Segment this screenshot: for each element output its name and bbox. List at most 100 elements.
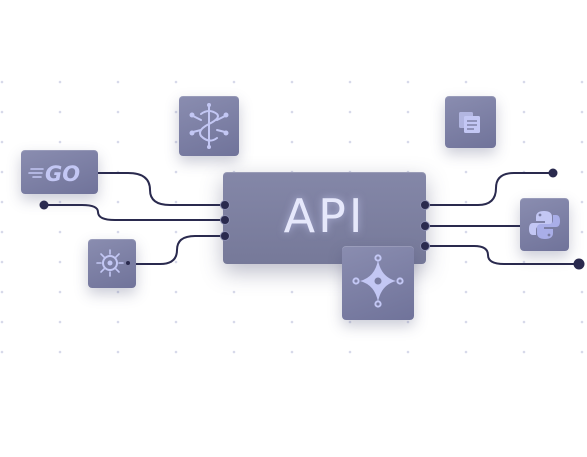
grid-dot [232, 80, 236, 84]
grid-dot [580, 200, 584, 204]
grid-dot [116, 140, 120, 144]
grid-dot [58, 200, 62, 204]
grid-dot [58, 290, 62, 294]
grid-dot [0, 230, 4, 234]
grid-dot [580, 230, 584, 234]
gear-node-tile[interactable] [88, 239, 136, 288]
api-label: API [283, 189, 366, 243]
grid-dot [232, 290, 236, 294]
grid-dot [0, 80, 4, 84]
grid-dot [116, 80, 120, 84]
grid-dot [174, 110, 178, 114]
grid-dot [348, 350, 352, 354]
grid-dot [58, 350, 62, 354]
grid-dot [580, 110, 584, 114]
grid-dot [58, 230, 62, 234]
grid-dot [348, 80, 352, 84]
connector-go-to-api [97, 172, 225, 206]
grid-dot [116, 200, 120, 204]
hub-sparkle-icon [352, 254, 404, 308]
grid-dot [0, 320, 4, 324]
grid-dot [348, 140, 352, 144]
grid-dot [580, 290, 584, 294]
grid-dot [406, 350, 410, 354]
connector-api-to-bottom-right [425, 245, 579, 265]
grid-dot [174, 230, 178, 234]
grid-dot [290, 110, 294, 114]
grid-dot [116, 350, 120, 354]
grid-dot [464, 320, 468, 324]
grid-dot [58, 320, 62, 324]
grid-dot [58, 260, 62, 264]
left-endpoint-node[interactable] [39, 200, 49, 210]
grid-dot [290, 80, 294, 84]
bottom-right-endpoint-node[interactable] [573, 258, 585, 270]
api-port-right-2[interactable] [420, 221, 430, 231]
grid-dot [580, 320, 584, 324]
grid-dot [522, 320, 526, 324]
grid-dot [348, 320, 352, 324]
python-tile[interactable] [520, 198, 569, 251]
grid-dot [580, 170, 584, 174]
grid-dot [522, 290, 526, 294]
grid-dot [464, 290, 468, 294]
gear-node-icon [96, 249, 130, 277]
grid-dot [0, 200, 4, 204]
grid-dot [0, 110, 4, 114]
connector-api-to-top-right [425, 172, 553, 206]
api-port-left-3[interactable] [220, 231, 230, 241]
hub-tile[interactable] [342, 246, 414, 320]
grid-dot [0, 170, 4, 174]
grid-dot [174, 170, 178, 174]
api-port-left-1[interactable] [220, 200, 230, 210]
python-icon [529, 211, 560, 239]
top-right-endpoint-node[interactable] [548, 168, 558, 178]
api-port-left-2[interactable] [220, 215, 230, 225]
grid-dot [174, 290, 178, 294]
documents-tile[interactable] [445, 96, 496, 148]
grid-dot [406, 140, 410, 144]
api-port-right-3[interactable] [420, 241, 430, 251]
grid-dot [116, 290, 120, 294]
grid-dot [464, 170, 468, 174]
grid-dot [522, 80, 526, 84]
grid-dot [58, 110, 62, 114]
grid-dot [464, 230, 468, 234]
grid-dot [406, 110, 410, 114]
grid-dot [0, 140, 4, 144]
grid-dot [522, 140, 526, 144]
grid-dot [580, 80, 584, 84]
documents-icon [459, 112, 480, 133]
connector-left-node-to-api [43, 204, 225, 221]
grid-dot [0, 290, 4, 294]
grid-dot [464, 350, 468, 354]
grid-dot [464, 200, 468, 204]
go-tile[interactable]: GO [21, 150, 98, 194]
grid-dot [174, 350, 178, 354]
grid-dot [290, 290, 294, 294]
grid-dot [174, 140, 178, 144]
grid-dot [174, 200, 178, 204]
grid-dot [406, 320, 410, 324]
grid-dot [522, 350, 526, 354]
grid-dot [580, 140, 584, 144]
connector-virus-to-api [125, 235, 225, 265]
grid-dot [58, 140, 62, 144]
grid-dot [464, 260, 468, 264]
grid-dot [232, 320, 236, 324]
grid-dot [58, 80, 62, 84]
grid-dot [116, 110, 120, 114]
grid-dot [174, 80, 178, 84]
grid-dot [0, 350, 4, 354]
chain-tile[interactable] [179, 96, 239, 156]
grid-dot [0, 260, 4, 264]
go-logo-text: GO [45, 162, 80, 186]
api-port-right-1[interactable] [420, 200, 430, 210]
grid-dot [174, 260, 178, 264]
grid-dot [290, 140, 294, 144]
go-logo-icon: GO [28, 162, 80, 186]
grid-dot [406, 80, 410, 84]
grid-dot [348, 110, 352, 114]
grid-dot [232, 350, 236, 354]
